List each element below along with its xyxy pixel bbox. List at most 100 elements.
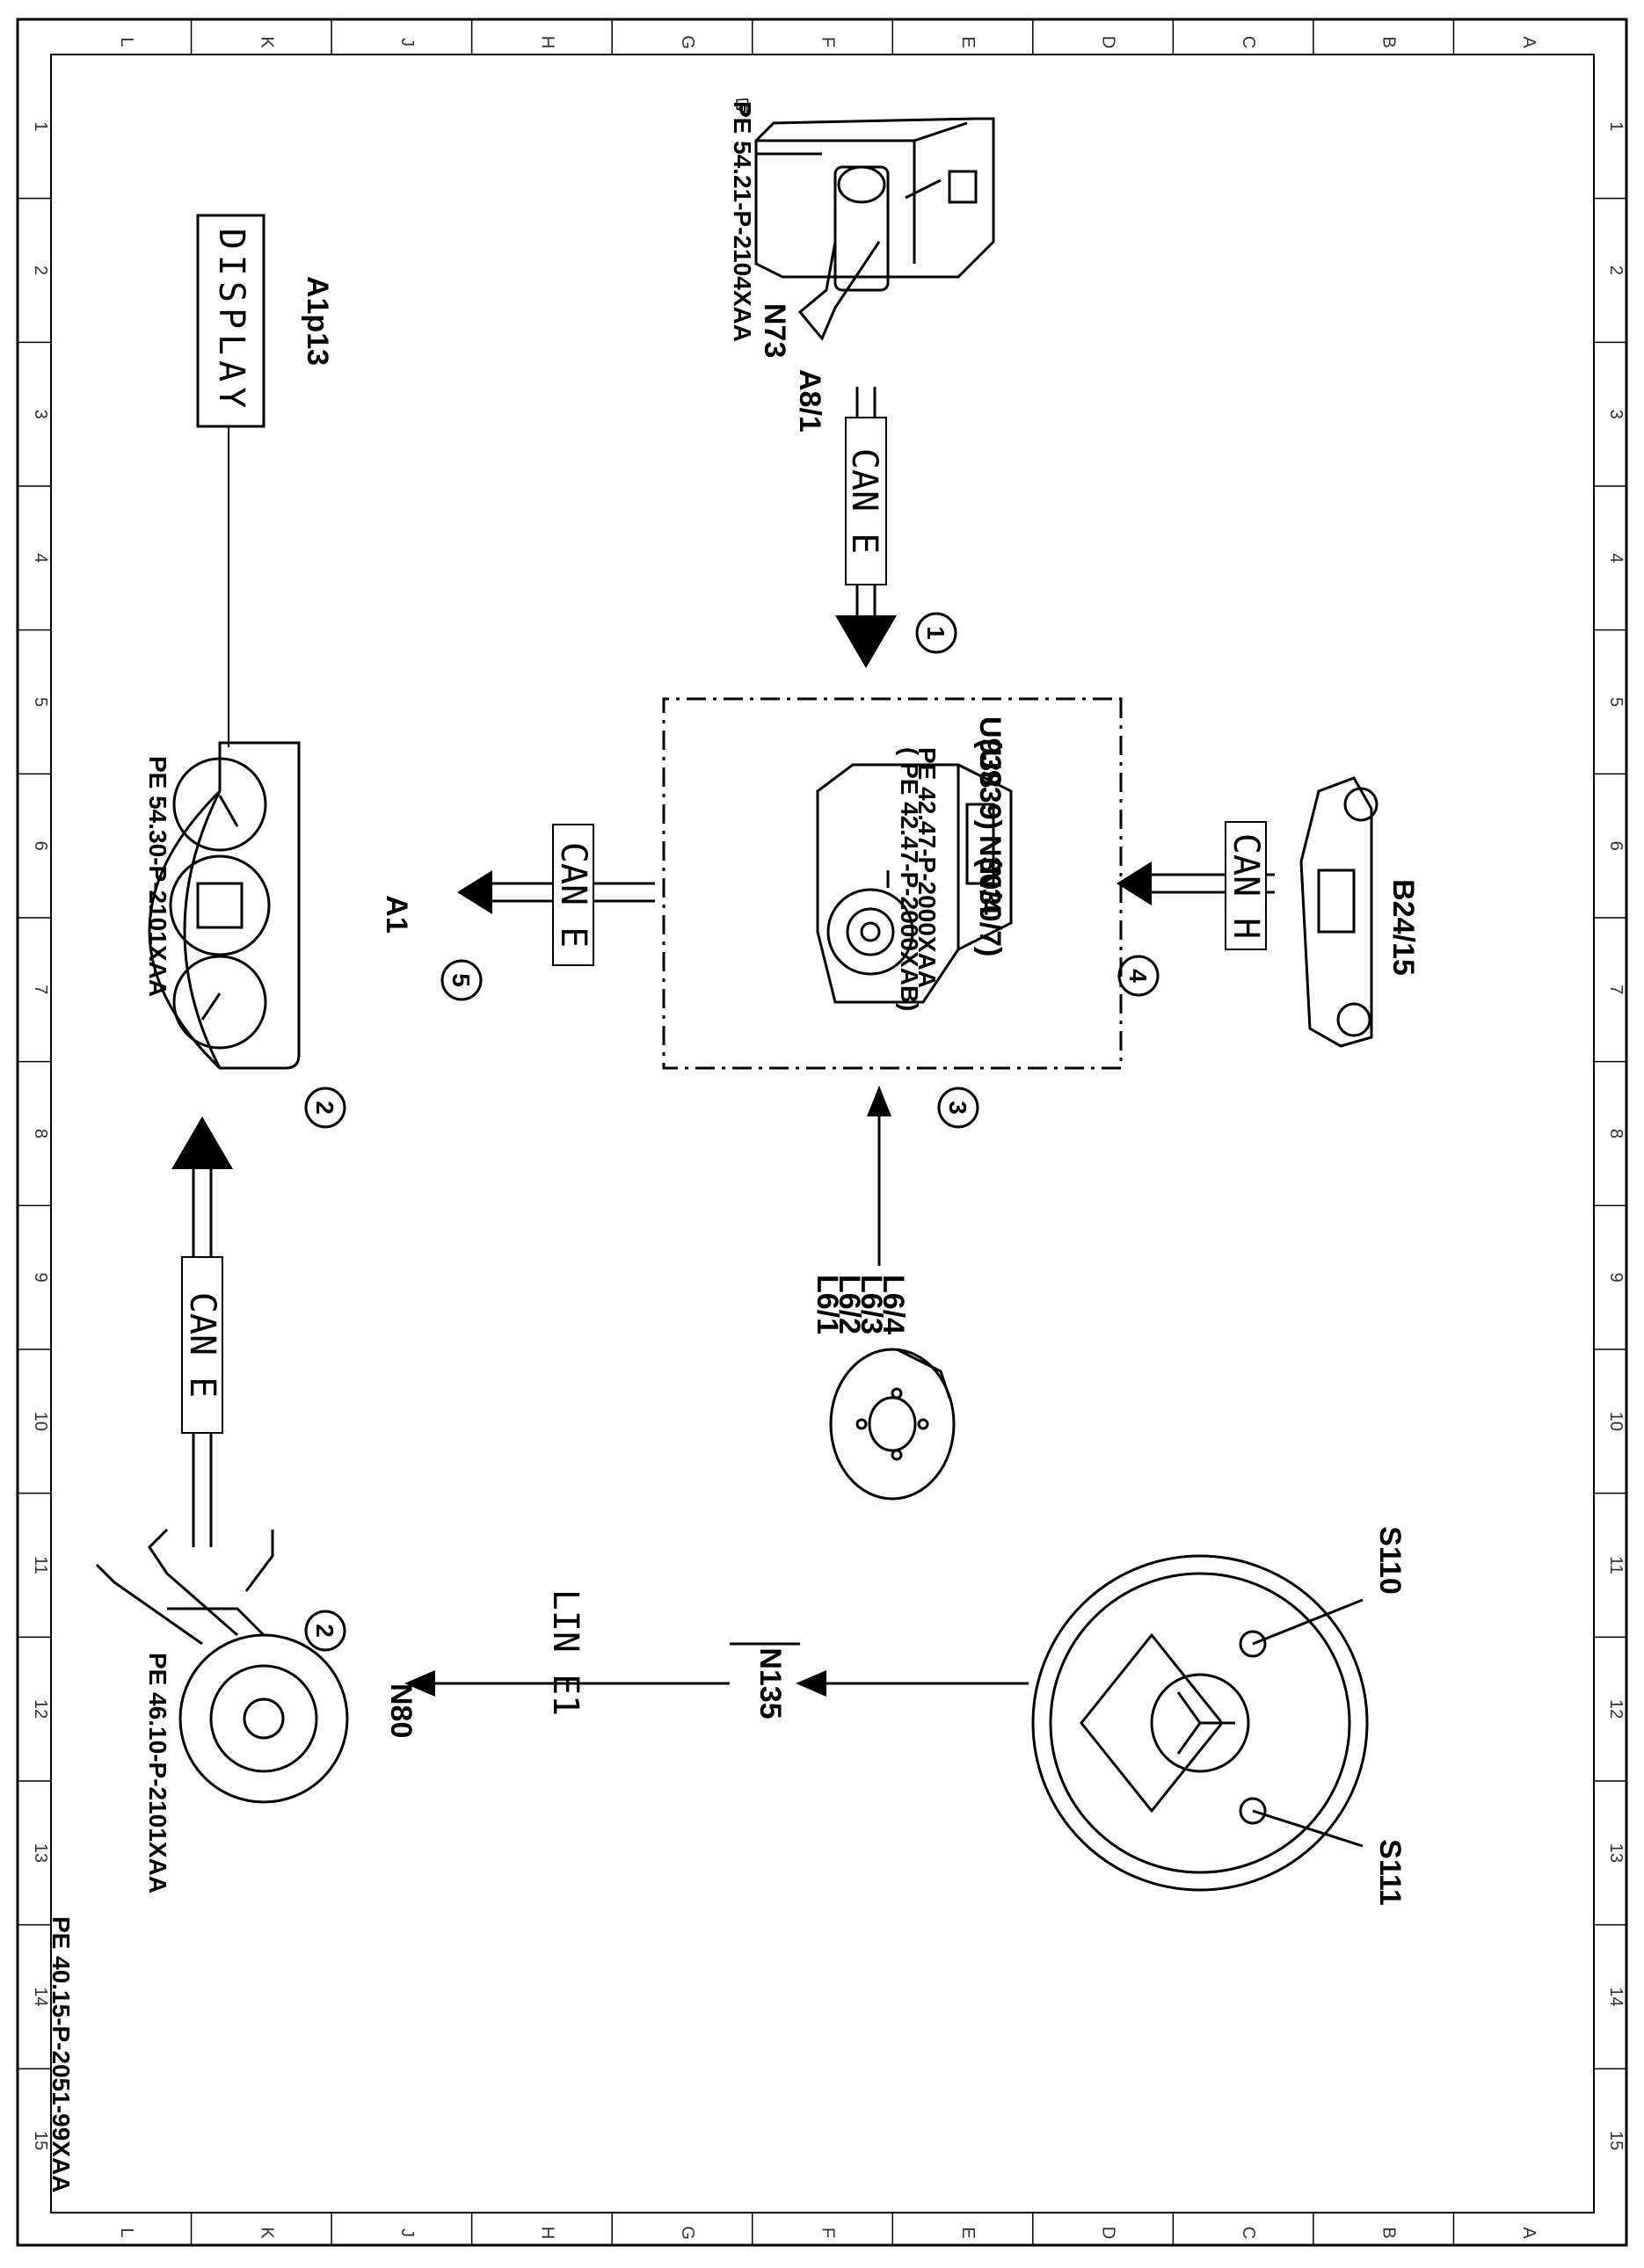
ruler-label: 3 xyxy=(31,410,50,419)
inner-frame xyxy=(50,54,1595,2213)
ruler-label: 6 xyxy=(31,841,50,851)
ruler-label: A xyxy=(1519,36,1539,48)
ruler-label: J xyxy=(397,38,417,47)
arrow-head xyxy=(171,1116,233,1169)
sensor-signal-line xyxy=(867,1086,891,1266)
ruler-label: L xyxy=(117,37,136,47)
arrow-head xyxy=(835,615,897,668)
u938-label: U938 xyxy=(973,716,1007,788)
ruler-label: 10 xyxy=(1606,1412,1626,1431)
document-reference: PE 40.15-P-2051-99XAA xyxy=(47,1916,75,2192)
steering-wheel-icon xyxy=(1031,1554,1369,1892)
connection-marker-4 xyxy=(1117,955,1160,997)
ruler-label: 5 xyxy=(31,697,50,707)
ruler-label: 8 xyxy=(31,1129,50,1138)
ruler-label: 9 xyxy=(31,1273,50,1283)
ruler-label: D xyxy=(1099,36,1118,48)
bus-line-lin-e1 xyxy=(404,1670,730,1697)
ruler-label: F xyxy=(818,37,838,47)
rotated-drawing: N73 A8/1 PE 54.21-P-2104XAA ☞ CAN E 1 DI… xyxy=(47,97,1420,2192)
ruler-label: K xyxy=(257,36,276,48)
a1p13-label: A1p13 xyxy=(301,276,334,366)
a1-reference: PE 54.30-P-2101XAA xyxy=(144,756,171,997)
n80-reference: PE 46.10-P-2101XAA xyxy=(144,1653,171,1894)
connection-number-2b: 2 xyxy=(311,1624,338,1638)
ruler-label: C xyxy=(1239,36,1258,48)
n135-label: N135 xyxy=(753,1647,787,1719)
a1-label: A1 xyxy=(380,895,413,933)
l6-2-label: L6/2 xyxy=(833,1275,866,1334)
arrow-head xyxy=(457,870,492,914)
ruler-label: J xyxy=(397,2228,417,2237)
connection-number-4: 4 xyxy=(1124,969,1152,983)
ruler-label: C xyxy=(1239,2227,1258,2239)
wheel-to-n135-line xyxy=(796,1670,1029,1697)
connection-marker-5 xyxy=(440,959,483,1001)
ruler-label: 8 xyxy=(1606,1129,1626,1138)
ruler-label: 15 xyxy=(1606,2131,1626,2150)
ruler-label: 1 xyxy=(1606,121,1626,131)
ruler-label: 12 xyxy=(1606,1699,1626,1719)
arrow-head xyxy=(1117,861,1152,905)
ruler-label: G xyxy=(678,35,697,49)
steering-column-module-icon xyxy=(95,1528,349,1804)
n30-7-label: (N30/7) xyxy=(973,857,1007,956)
instrument-cluster-icon xyxy=(148,741,301,1070)
n73-ref-icon: ☞ xyxy=(729,97,756,119)
bus-label-lin-e1: LIN E1 xyxy=(545,1589,586,1717)
ruler-label: 1 xyxy=(31,121,50,131)
ruler-label: 9 xyxy=(1606,1273,1626,1283)
connection-number-1: 1 xyxy=(922,626,949,640)
display-text: DISPLAY xyxy=(211,229,251,414)
ruler-label: 12 xyxy=(31,1699,50,1719)
ruler-label: 7 xyxy=(1606,985,1626,994)
ruler-label: 15 xyxy=(31,2131,50,2150)
ruler-label: K xyxy=(257,2227,276,2239)
frame-ruler xyxy=(18,19,1626,2245)
display-box xyxy=(196,214,266,428)
connection-marker-1 xyxy=(915,612,957,654)
ruler-label: E xyxy=(958,36,978,47)
ruler-label: 11 xyxy=(1606,1556,1626,1574)
bus-label-can-e-2: CAN E xyxy=(182,1292,222,1398)
esp-control-unit-icon xyxy=(816,763,1013,1004)
connection-number-5: 5 xyxy=(447,973,475,987)
u939-label: (U939) xyxy=(973,738,1007,830)
bus-label-can-h: CAN H xyxy=(1226,833,1266,939)
connection-number-2a: 2 xyxy=(311,1101,338,1115)
ruler-label: F xyxy=(818,2228,838,2238)
bus-label-can-e-5: CAN E xyxy=(553,842,593,948)
ignition-switch-icon xyxy=(754,117,995,341)
ruler-label: 2 xyxy=(31,265,50,275)
l6-1-label: L6/1 xyxy=(811,1275,844,1334)
connection-number-3: 3 xyxy=(944,1101,971,1115)
ruler-label: 4 xyxy=(1606,553,1626,563)
connection-marker-3 xyxy=(937,1087,979,1129)
ruler-label: 7 xyxy=(31,985,50,994)
s111-label: S111 xyxy=(1373,1839,1407,1906)
n73-label: N73 xyxy=(758,303,791,358)
yaw-rate-sensor-icon xyxy=(1299,776,1378,1048)
ruler-label: E xyxy=(958,2227,978,2238)
ruler-label: 14 xyxy=(1606,1987,1626,2006)
ruler-label: D xyxy=(1099,2227,1118,2239)
bus-line-can-e-5 xyxy=(457,824,655,966)
ruler-label: G xyxy=(678,2226,697,2240)
ruler-label: 3 xyxy=(1606,410,1626,419)
esp-unit-boundary xyxy=(662,697,1123,1070)
n73-reference: PE 54.21-P-2104XAA xyxy=(729,101,756,342)
connection-marker-2a xyxy=(304,1087,346,1129)
n30-4-label: N30/4 xyxy=(973,835,1007,915)
ruler-label: H xyxy=(537,2227,556,2239)
esp-reference-2: ( PE 42.47-P-2000XAB) xyxy=(896,747,923,1011)
esp-reference-1: PE 42.47-P-2000XAA xyxy=(913,747,941,988)
ruler-label: B xyxy=(1379,2227,1399,2238)
ruler-label: 2 xyxy=(1606,265,1626,275)
bus-label-can-e-1: CAN E xyxy=(844,448,884,554)
ruler-label: 5 xyxy=(1606,697,1626,707)
n80-label: N80 xyxy=(384,1683,418,1738)
ruler-label: 6 xyxy=(1606,841,1626,851)
